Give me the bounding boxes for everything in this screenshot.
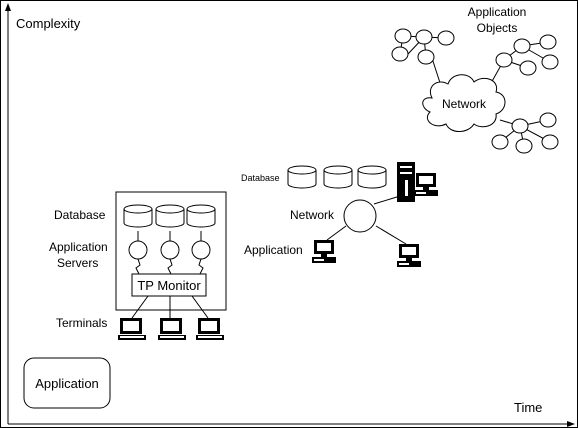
era2-terminals xyxy=(118,295,224,340)
y-axis-label: Complexity xyxy=(16,16,81,31)
era3-network-label: Network xyxy=(290,208,335,222)
database-cylinder-icon xyxy=(323,165,353,189)
object-node-icon xyxy=(539,34,557,50)
object-node-icon xyxy=(541,134,559,150)
era3-databases xyxy=(287,165,387,189)
objects-label-1: Application xyxy=(468,5,527,19)
era3-application-label: Application xyxy=(244,243,303,257)
server-tower-icon xyxy=(397,162,415,202)
x-axis-label: Time xyxy=(514,400,542,415)
era2-databases xyxy=(123,204,216,228)
object-node-icon xyxy=(491,134,509,150)
network-node-icon xyxy=(343,199,377,233)
object-node-icon xyxy=(513,38,531,54)
object-node-icon xyxy=(437,30,455,46)
object-node-icon xyxy=(415,29,433,45)
object-node-icon xyxy=(541,54,559,70)
object-node-icon xyxy=(495,52,513,68)
object-node-icon xyxy=(539,112,557,128)
object-node-icon xyxy=(391,46,409,62)
application-objects xyxy=(391,28,559,154)
era2-app-servers-label-2: Servers xyxy=(57,256,98,270)
object-node-icon xyxy=(417,49,435,65)
server-circle-icon xyxy=(191,240,211,260)
desktop-computer-icon xyxy=(312,240,336,263)
era3-links xyxy=(326,195,407,245)
era2-servers xyxy=(128,231,211,275)
era4-network-label: Network xyxy=(442,97,487,111)
terminal-icon xyxy=(158,318,186,340)
tp-monitor-box xyxy=(131,273,207,297)
application-box xyxy=(23,357,111,409)
database-cylinder-icon xyxy=(287,165,317,189)
object-node-icon xyxy=(511,118,529,134)
server-circle-icon xyxy=(160,240,180,260)
object-node-icon xyxy=(519,60,537,76)
network-cloud-icon xyxy=(422,74,506,132)
objects-label-2: Objects xyxy=(477,21,518,35)
server-circle-icon xyxy=(128,240,148,260)
desktop-computer-icon xyxy=(414,173,438,196)
object-node-icon xyxy=(394,28,412,44)
desktop-computer-icon xyxy=(397,244,421,267)
x-axis-arrow-icon xyxy=(567,421,575,427)
database-cylinder-icon xyxy=(186,204,216,228)
object-node-icon xyxy=(515,138,533,154)
database-cylinder-icon xyxy=(155,204,185,228)
terminal-icon xyxy=(196,318,224,340)
era2-database-label: Database xyxy=(54,208,106,222)
terminals-label: Terminals xyxy=(56,316,107,330)
tp-monitor-label: TP Monitor xyxy=(137,278,201,293)
era2-app-servers-label-1: Application xyxy=(49,240,108,254)
era1-application-label: Application xyxy=(35,376,99,391)
database-cylinder-icon xyxy=(123,204,153,228)
database-cylinder-icon xyxy=(357,165,387,189)
era3-database-label: Database xyxy=(241,173,280,183)
y-axis-arrow-icon xyxy=(5,3,11,11)
terminal-icon xyxy=(118,318,146,340)
